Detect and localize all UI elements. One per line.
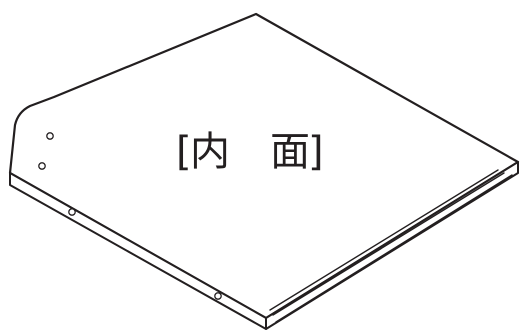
tray-corner-edge [14,105,31,126]
tray-rail-line-2 [272,172,505,316]
tray-rail-line-3 [275,174,513,323]
top-hole-upper [46,132,54,140]
tray-rail-line-1 [269,169,499,311]
side-hole-right [214,292,222,300]
top-hole-lower [38,162,46,170]
label-open-bracket: [ [176,129,192,175]
label-text: 内 面 [190,129,310,175]
side-hole-left [68,208,76,216]
label-close-bracket: ] [308,129,324,175]
